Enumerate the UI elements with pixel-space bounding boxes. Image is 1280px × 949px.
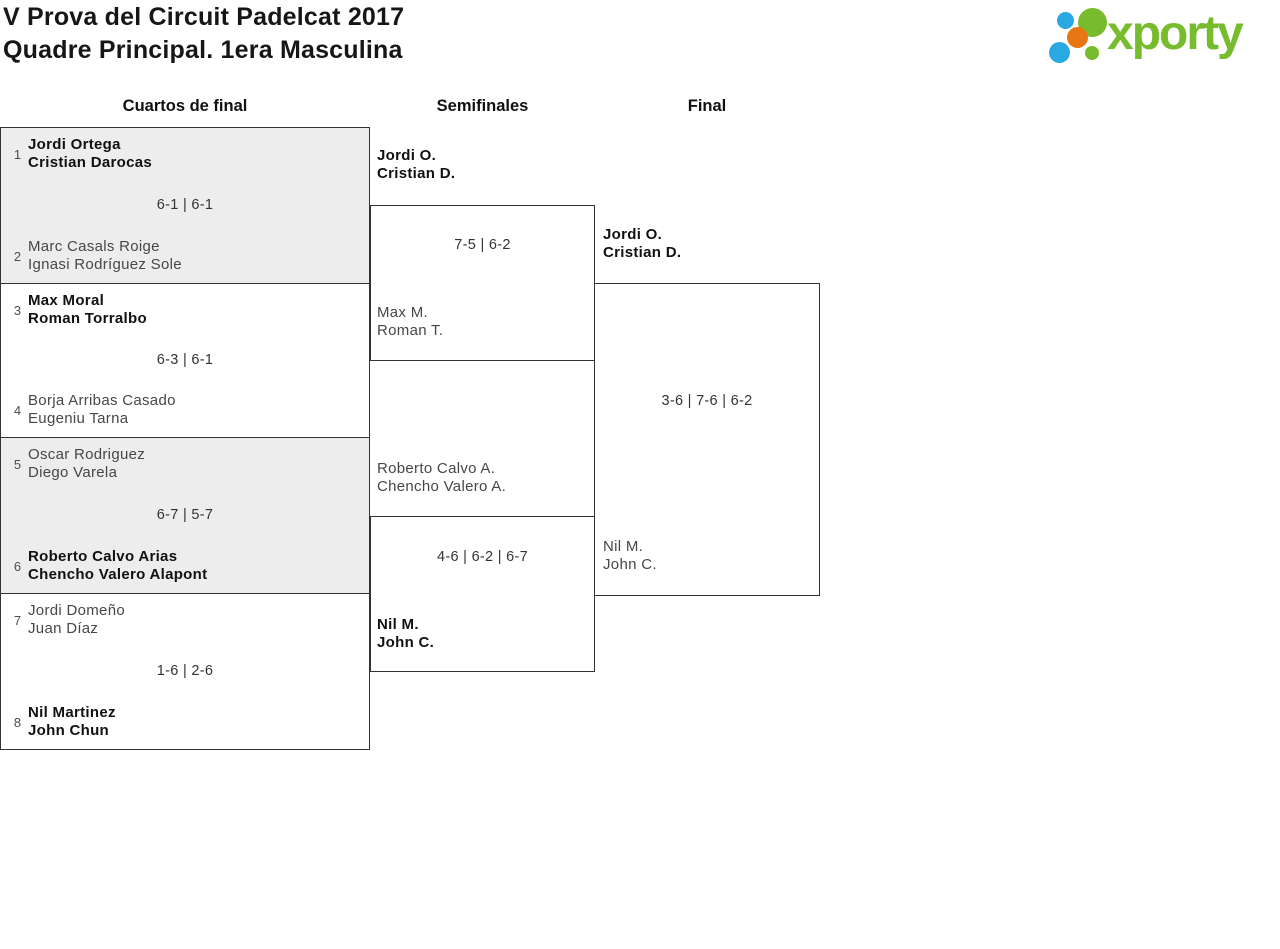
seed-number: 8 — [13, 714, 22, 730]
seed-number: 3 — [13, 302, 22, 318]
player-name: Chencho Valero Alapont — [28, 566, 208, 583]
match-score: 6-3 | 6-1 — [156, 351, 214, 368]
team-entry: 7 Jordi Domeño Juan Díaz — [7, 602, 125, 638]
player-name: Roberto Calvo Arias — [28, 548, 178, 565]
semifinal1-team1: Jordi O. Cristian D. — [377, 147, 455, 183]
semifinal2-team1: Roberto Calvo A. Chencho Valero A. — [377, 460, 506, 496]
semifinal2-team2: Nil M. John C. — [377, 616, 434, 652]
team-entry: 3 Max Moral Roman Torralbo — [7, 292, 147, 328]
match-score: 6-1 | 6-1 — [156, 196, 214, 213]
semifinal1-team2: Max M. Roman T. — [377, 304, 443, 340]
final-match — [594, 283, 820, 596]
player-name: Chencho Valero A. — [377, 478, 507, 495]
player-name: Roman Torralbo — [28, 310, 147, 327]
round-header-semifinals: Semifinales — [436, 97, 529, 115]
player-name: John Chun — [28, 722, 110, 739]
quarterfinal-match-1: 1 Jordi Ortega Cristian Darocas 6-1 | 6-… — [0, 127, 370, 284]
seed-number: 6 — [13, 558, 22, 574]
player-name: Cristian D. — [603, 244, 682, 261]
player-name: Nil M. — [377, 616, 419, 633]
seed-number: 1 — [13, 146, 22, 162]
seed-number: 5 — [13, 456, 22, 472]
player-name: Borja Arribas Casado — [28, 392, 176, 409]
match-score: 6-7 | 5-7 — [156, 506, 214, 523]
player-name: John C. — [603, 556, 657, 573]
match-score: 3-6 | 7-6 | 6-2 — [661, 393, 753, 409]
seed-number: 7 — [13, 612, 22, 628]
logo-wordmark: xporty — [1107, 7, 1244, 60]
team-players: Jordi Ortega Cristian Darocas — [28, 136, 152, 172]
player-name: Ignasi Rodríguez Sole — [28, 256, 182, 273]
quarterfinal-match-4: 7 Jordi Domeño Juan Díaz 1-6 | 2-6 8 Nil… — [0, 593, 370, 750]
player-name: Max Moral — [28, 292, 105, 309]
round-header-quarterfinals: Cuartos de final — [122, 97, 248, 115]
player-name: Jordi O. — [603, 226, 663, 243]
player-name: Nil Martinez — [28, 704, 116, 721]
player-name: Eugeniu Tarna — [28, 410, 129, 427]
player-name: Jordi O. — [377, 147, 437, 164]
player-name: Cristian Darocas — [28, 154, 153, 171]
logo-dot-icon — [1057, 12, 1074, 29]
quarterfinal-match-3: 5 Oscar Rodriguez Diego Varela 6-7 | 5-7… — [0, 437, 370, 594]
match-score: 1-6 | 2-6 — [156, 662, 214, 679]
quarterfinal-match-2: 3 Max Moral Roman Torralbo 6-3 | 6-1 4 B… — [0, 283, 370, 438]
player-name: Max M. — [377, 304, 428, 321]
logo-dot-icon — [1049, 42, 1070, 63]
logo-dot-icon — [1067, 27, 1088, 48]
player-name: Nil M. — [603, 538, 644, 555]
team-entry: 8 Nil Martinez John Chun — [7, 704, 116, 740]
player-name: Roman T. — [377, 322, 444, 339]
match-score: 7-5 | 6-2 — [454, 237, 511, 253]
team-players: Roberto Calvo Arias Chencho Valero Alapo… — [28, 548, 207, 584]
team-players: Borja Arribas Casado Eugeniu Tarna — [28, 392, 176, 428]
player-name: Jordi Domeño — [28, 602, 125, 619]
team-entry: 2 Marc Casals Roige Ignasi Rodríguez Sol… — [7, 238, 182, 274]
draw-name: Quadre Principal. 1era Masculina — [3, 36, 403, 64]
final-team2: Nil M. John C. — [603, 538, 657, 574]
player-name: Marc Casals Roige — [28, 238, 160, 255]
team-entry: 1 Jordi Ortega Cristian Darocas — [7, 136, 152, 172]
player-name: Oscar Rodriguez — [28, 446, 146, 463]
team-entry: 6 Roberto Calvo Arias Chencho Valero Ala… — [7, 548, 207, 584]
match-score: 4-6 | 6-2 | 6-7 — [436, 549, 529, 565]
seed-number: 2 — [13, 248, 22, 264]
logo-dot-icon — [1085, 46, 1099, 60]
xporty-logo[interactable]: xporty — [1045, 0, 1280, 70]
player-name: Roberto Calvo A. — [377, 460, 496, 477]
team-players: Nil Martinez John Chun — [28, 704, 116, 740]
team-players: Oscar Rodriguez Diego Varela — [28, 446, 145, 482]
tournament-name: V Prova del Circuit Padelcat 2017 — [3, 3, 405, 31]
team-players: Max Moral Roman Torralbo — [28, 292, 147, 328]
round-header-final: Final — [687, 97, 727, 115]
page-title: V Prova del Circuit Padelcat 2017 Quadre… — [3, 1, 404, 67]
final-team1: Jordi O. Cristian D. — [603, 226, 681, 262]
player-name: Diego Varela — [28, 464, 118, 481]
player-name: Jordi Ortega — [28, 136, 121, 153]
player-name: John C. — [377, 634, 435, 651]
player-name: Juan Díaz — [28, 620, 99, 637]
team-players: Marc Casals Roige Ignasi Rodríguez Sole — [28, 238, 182, 274]
team-entry: 4 Borja Arribas Casado Eugeniu Tarna — [7, 392, 176, 428]
player-name: Cristian D. — [377, 165, 456, 182]
seed-number: 4 — [13, 402, 22, 418]
team-entry: 5 Oscar Rodriguez Diego Varela — [7, 446, 145, 482]
team-players: Jordi Domeño Juan Díaz — [28, 602, 125, 638]
